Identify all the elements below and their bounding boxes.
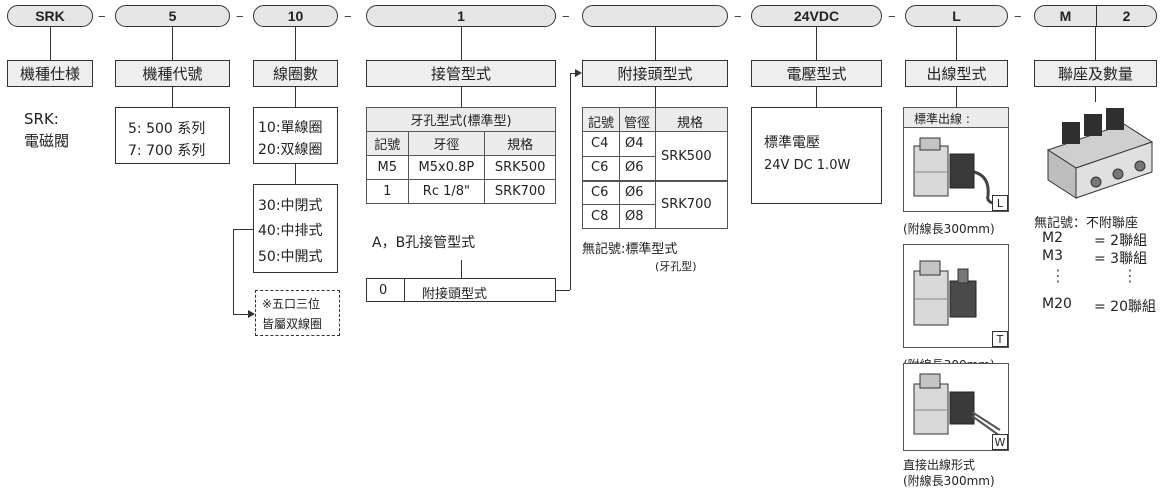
code-pill-series: 5 [115, 5, 230, 27]
manifold-icon [1046, 108, 1154, 199]
voltage-spec: 24V DC 1.0W [764, 158, 851, 173]
port-header-spec: 規格 [484, 131, 556, 156]
fitting-dia: Ø6 [625, 160, 644, 175]
arrow-icon [575, 69, 582, 77]
fitting-header-spec: 規格 [677, 116, 704, 131]
manifold-desc: = 2聯組 [1094, 233, 1148, 249]
valve-t-icon [913, 260, 977, 326]
wiring-caption-W-line2: (附線長300mm) [903, 474, 995, 488]
coil-option: 20:双線圈 [258, 142, 323, 158]
fitting-spec-500: SRK500 [661, 149, 712, 164]
fitting-option-code: 0 [379, 283, 388, 298]
series-option-500: 5: 500 系列 [128, 121, 206, 137]
fitting-code: C6 [591, 160, 609, 175]
voltage-standard: 標準電壓 [764, 135, 820, 151]
code-pill-manifold: M 2 [1034, 5, 1157, 27]
voltage-box: 標準電壓 24V DC 1.0W [751, 107, 882, 204]
port-table-title: 牙孔型式(標準型) [366, 107, 556, 132]
manifold-note: 無記號：不附聯座 [1034, 216, 1139, 231]
label-coil-count: 線圈數 [253, 60, 338, 87]
wiring-standard-title: 標準出線 : [914, 112, 970, 126]
wiring-photo-W: W [903, 363, 1009, 451]
separator-dash: − [888, 9, 896, 24]
separator-dash: − [98, 9, 106, 24]
fitting-code: C4 [591, 136, 609, 151]
coil-three-position-box: 30:中閉式 40:中排式 50:中開式 [253, 184, 338, 273]
code-pill-wiring: L [905, 5, 1008, 27]
model-code-text: SRK: [24, 110, 59, 128]
wiring-caption-W-line1: 直接出線形式 [903, 458, 976, 472]
fitting-code: C6 [591, 185, 609, 200]
label-model-spec: 機種仕様 [7, 60, 93, 87]
wiring-tag-L: L [992, 195, 1008, 211]
coil-option: 40:中排式 [258, 223, 323, 239]
valve-w-icon [913, 373, 1001, 437]
separator-dash: − [734, 9, 742, 24]
label-fitting-type: 附接頭型式 [582, 60, 728, 87]
label-port-type: 接管型式 [366, 60, 556, 87]
manifold-desc: = 3聯組 [1094, 251, 1148, 267]
manifold-photo [1034, 102, 1157, 205]
manifold-dots: ⋮ [1122, 266, 1138, 285]
coil-note-box: ※五口三位 皆屬双線圈 [255, 290, 340, 336]
code-pill-port: 1 [366, 5, 556, 27]
label-model-code: 機種代號 [115, 60, 230, 87]
fitting-header-code: 記號 [588, 116, 615, 131]
coil-single-double-box: 10:單線圈 20:双線圈 [253, 107, 338, 164]
label-voltage-type: 電壓型式 [751, 60, 882, 87]
coil-note-line1: ※五口三位 [262, 297, 321, 311]
coil-option: 50:中開式 [258, 249, 323, 265]
code-manifold-letter: M [1059, 8, 1072, 24]
coil-option: 30:中閉式 [258, 198, 323, 214]
coil-option: 10:單線圈 [258, 120, 323, 136]
wiring-photo-T: T [903, 244, 1009, 348]
fitting-spec-700: SRK700 [661, 197, 712, 212]
series-option-700: 7: 700 系列 [128, 143, 206, 159]
fitting-option-label: 附接頭型式 [422, 287, 488, 302]
code-pill-voltage: 24VDC [751, 5, 882, 27]
fitting-code: C8 [591, 209, 609, 224]
separator-dash: − [344, 9, 352, 24]
code-manifold-count: 2 [1122, 8, 1131, 24]
fitting-header-dia: 管徑 [624, 116, 651, 131]
manifold-code: M2 [1042, 230, 1063, 246]
separator-dash: − [236, 9, 244, 24]
series-box: 5: 500 系列 7: 700 系列 [115, 107, 230, 164]
fitting-table: 記號 管徑 規格 C4 Ø4 C6 Ø6 C6 Ø6 C8 Ø8 SRK500 … [582, 107, 728, 229]
arrow-icon [248, 310, 255, 318]
wiring-caption-L: (附線長300mm) [903, 222, 995, 236]
port-header-code: 記號 [366, 131, 409, 156]
code-pill-fitting [582, 5, 728, 27]
port-header-thread: 牙徑 [407, 131, 486, 156]
code-pill-coil: 10 [253, 5, 338, 27]
coil-note-line2: 皆屬双線圈 [262, 317, 323, 331]
label-wiring-type: 出線型式 [905, 60, 1008, 87]
separator-dash: − [562, 9, 570, 24]
fitting-note-sub: (牙孔型) [655, 260, 697, 273]
model-desc-text: 電磁閥 [24, 132, 70, 150]
fitting-dia: Ø8 [625, 209, 644, 224]
wiring-tag-W: W [992, 434, 1008, 450]
port-caption: A，B孔接管型式 [372, 235, 476, 251]
fitting-dia: Ø6 [625, 185, 644, 200]
wiring-photo-L: 標準出線 : L [903, 107, 1009, 212]
fitting-dia: Ø4 [625, 136, 644, 151]
wiring-tag-T: T [992, 331, 1008, 347]
manifold-code: M20 [1042, 296, 1072, 312]
code-pill-model: SRK [7, 5, 93, 27]
valve-l-icon [913, 137, 997, 206]
manifold-code: M3 [1042, 248, 1063, 264]
fitting-option-box: 0 附接頭型式 [366, 278, 556, 302]
fitting-note: 無記號:標準型式 [582, 242, 678, 257]
manifold-desc: = 20聯組 [1094, 299, 1156, 315]
manifold-dots: ⋮ [1050, 266, 1066, 285]
separator-dash: − [1014, 9, 1022, 24]
label-manifold: 聯座及數量 [1034, 60, 1157, 87]
